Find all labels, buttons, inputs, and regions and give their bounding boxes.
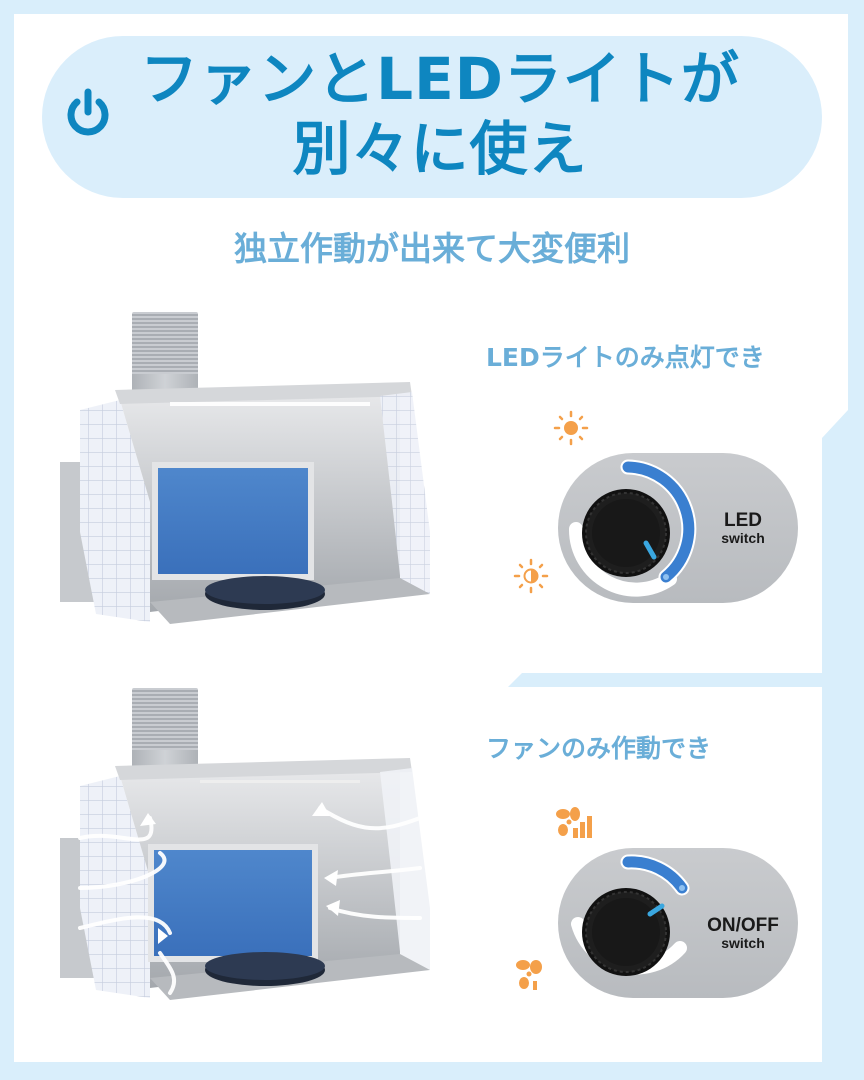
spray-booth-led-image xyxy=(40,312,460,642)
switch-label-main: ON/OFF xyxy=(707,915,779,936)
led-switch-panel: LED switch xyxy=(558,453,798,603)
header-banner xyxy=(42,36,822,198)
power-icon xyxy=(60,86,116,142)
led-dial[interactable] xyxy=(558,453,708,603)
section-label-fan: ファンのみ作動でき xyxy=(486,734,712,763)
spray-booth-fan-image xyxy=(40,688,460,1018)
fan-high-icon xyxy=(553,804,599,844)
sun-bright-icon xyxy=(553,410,589,450)
page-title: ファンとLEDライトが 別々に使え xyxy=(120,44,760,184)
booth-body xyxy=(60,382,430,632)
subtitle: 独立作動が出来て大変便利 xyxy=(234,229,630,268)
led-switch-label: LED switch xyxy=(698,510,788,546)
sun-dim-icon xyxy=(513,558,549,598)
title-line-1: ファンとLEDライトが xyxy=(140,45,740,113)
section-label-led: LEDライトのみ点灯でき xyxy=(486,343,765,372)
switch-label-sub: switch xyxy=(721,935,765,951)
booth-body xyxy=(60,758,430,1008)
section-divider xyxy=(508,673,822,687)
title-line-2: 別々に使え xyxy=(292,115,588,183)
switch-label-sub: switch xyxy=(721,530,765,546)
fan-dial[interactable] xyxy=(558,848,708,998)
fan-switch-panel: ON/OFF switch xyxy=(558,848,798,998)
switch-label-main: LED xyxy=(724,510,762,531)
fan-switch-label: ON/OFF switch xyxy=(698,915,788,951)
fan-low-icon xyxy=(514,956,550,996)
